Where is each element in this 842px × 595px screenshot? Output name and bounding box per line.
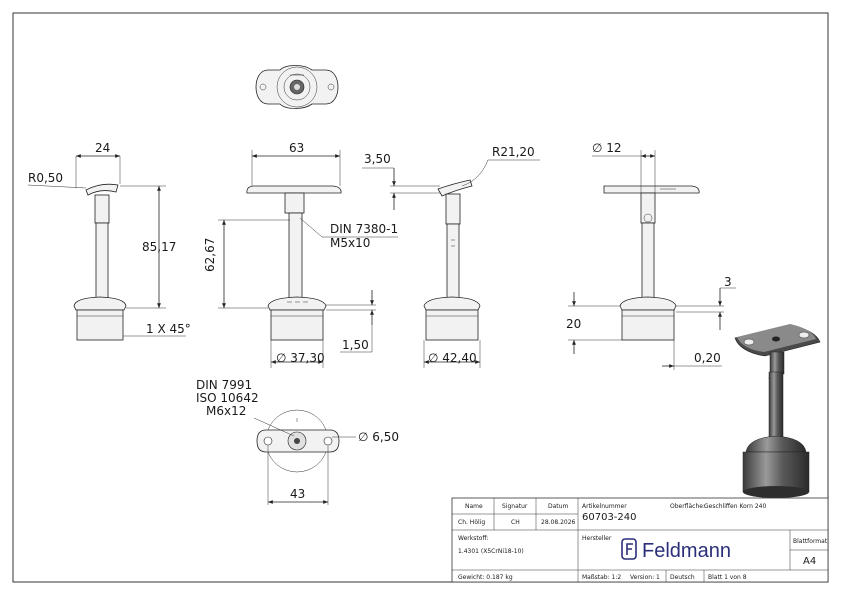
dim-thickness-350: 3,50 [364,152,391,166]
tb-brand: Feldmann [642,540,731,562]
dim-chamfer: 1 X 45° [146,322,191,336]
tb-name: Ch. Hölig [458,519,485,526]
dim-radius-050: R0,50 [28,171,63,185]
dim-height-8517: 85,17 [142,240,176,254]
tb-hersteller-label: Hersteller [582,535,612,542]
tb-version: Version: 1 [630,574,660,581]
dim-offset-020: 0,20 [694,351,721,365]
dim-diameter-4240: ∅ 42,40 [428,351,477,365]
tb-oberflaeche: Geschliffen Korn 240 [704,503,766,510]
dim-thickness-150: 1,50 [342,338,369,352]
label-m5x10: M5x10 [330,236,370,250]
tb-header-name: Name [465,503,483,510]
tb-oberflaeche-label: Oberfläche: [670,503,705,510]
tb-header-datum: Datum [548,503,568,510]
dim-diameter-650: ∅ 6,50 [358,430,399,444]
side-view-2 [362,159,540,368]
dim-diameter-12: ∅ 12 [592,141,622,155]
tb-artikel-label: Artikelnummer [582,503,627,510]
dim-height-6267: 62,67 [203,238,217,272]
top-view [255,65,339,109]
tb-sprache: Deutsch [670,574,695,581]
tb-werkstoff: 1.4301 (X5CrNi18-10) [458,548,524,555]
dim-width-24: 24 [95,141,110,155]
bottom-view [253,409,356,505]
label-din7380: DIN 7380-1 [330,222,398,236]
side-view-1 [27,154,186,341]
tb-artikel: 60703-240 [582,512,637,523]
dim-diameter-3730: ∅ 37,30 [276,351,325,365]
tb-massstab: Maßstab: 1:2 [582,574,621,581]
title-block [451,497,829,583]
tb-blattformat-label: Blattformat [793,538,828,545]
tb-blatt: Blatt 1 von 8 [708,574,747,581]
front-view [218,150,398,368]
label-din7991: DIN 7991 [196,378,252,392]
rear-view [568,150,736,370]
tb-header-signatur: Signatur [502,503,528,510]
dim-width-43: 43 [290,487,305,501]
feldmann-logo-icon [621,538,637,560]
dim-radius-2120: R21,20 [492,145,535,159]
sheet-border [12,12,829,583]
isometric-render [734,324,821,498]
dim-width-63: 63 [289,141,304,155]
dim-height-20: 20 [566,317,581,331]
label-m6x12: M6x12 [206,404,246,418]
tb-gewicht: Gewicht: 0.187 kg [458,574,513,581]
label-iso10642: ISO 10642 [196,391,259,405]
tb-werkstoff-label: Werkstoff: [458,535,489,542]
tb-blattformat: A4 [803,556,816,567]
dim-thickness-3: 3 [724,275,732,289]
tb-signatur: CH [511,519,520,526]
tb-datum: 28.08.2026 [541,519,576,526]
